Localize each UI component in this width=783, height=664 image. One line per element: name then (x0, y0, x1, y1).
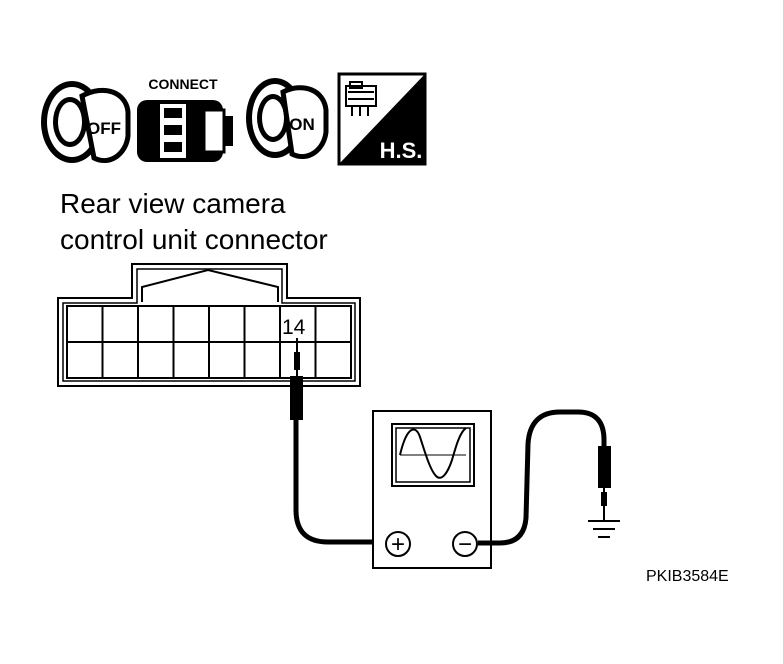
negative-symbol: − (458, 531, 472, 558)
positive-terminal: + (385, 531, 411, 558)
oscilloscope: + − (372, 410, 492, 569)
connect-label: CONNECT (148, 76, 218, 92)
connector-pin-grid (66, 305, 352, 379)
figure-code: PKIB3584E (646, 568, 729, 585)
ignition-off-key-icon: OFF (41, 81, 131, 163)
control-unit-connector: 14 (57, 263, 361, 387)
positive-symbol: + (391, 531, 405, 558)
negative-probe (478, 409, 611, 546)
ignition-on-label: ON (289, 115, 315, 134)
connector-caption: Rear view camera control unit connector (60, 186, 328, 258)
pin-14-label: 14 (282, 316, 306, 339)
ground-icon (588, 520, 620, 538)
harness-side-label: H.S. (380, 138, 423, 163)
harness-side-icon: H.S. (337, 72, 427, 166)
positive-probe (290, 338, 380, 545)
harness-connector-icon (345, 81, 377, 116)
ignition-off-label: OFF (87, 119, 121, 138)
connect-icon: CONNECT (137, 76, 233, 162)
negative-terminal: − (452, 531, 478, 558)
caption-line-2: control unit connector (60, 224, 328, 255)
caption-line-1: Rear view camera (60, 188, 286, 219)
sine-waveform (399, 427, 467, 479)
ignition-on-key-icon: ON (246, 78, 329, 159)
